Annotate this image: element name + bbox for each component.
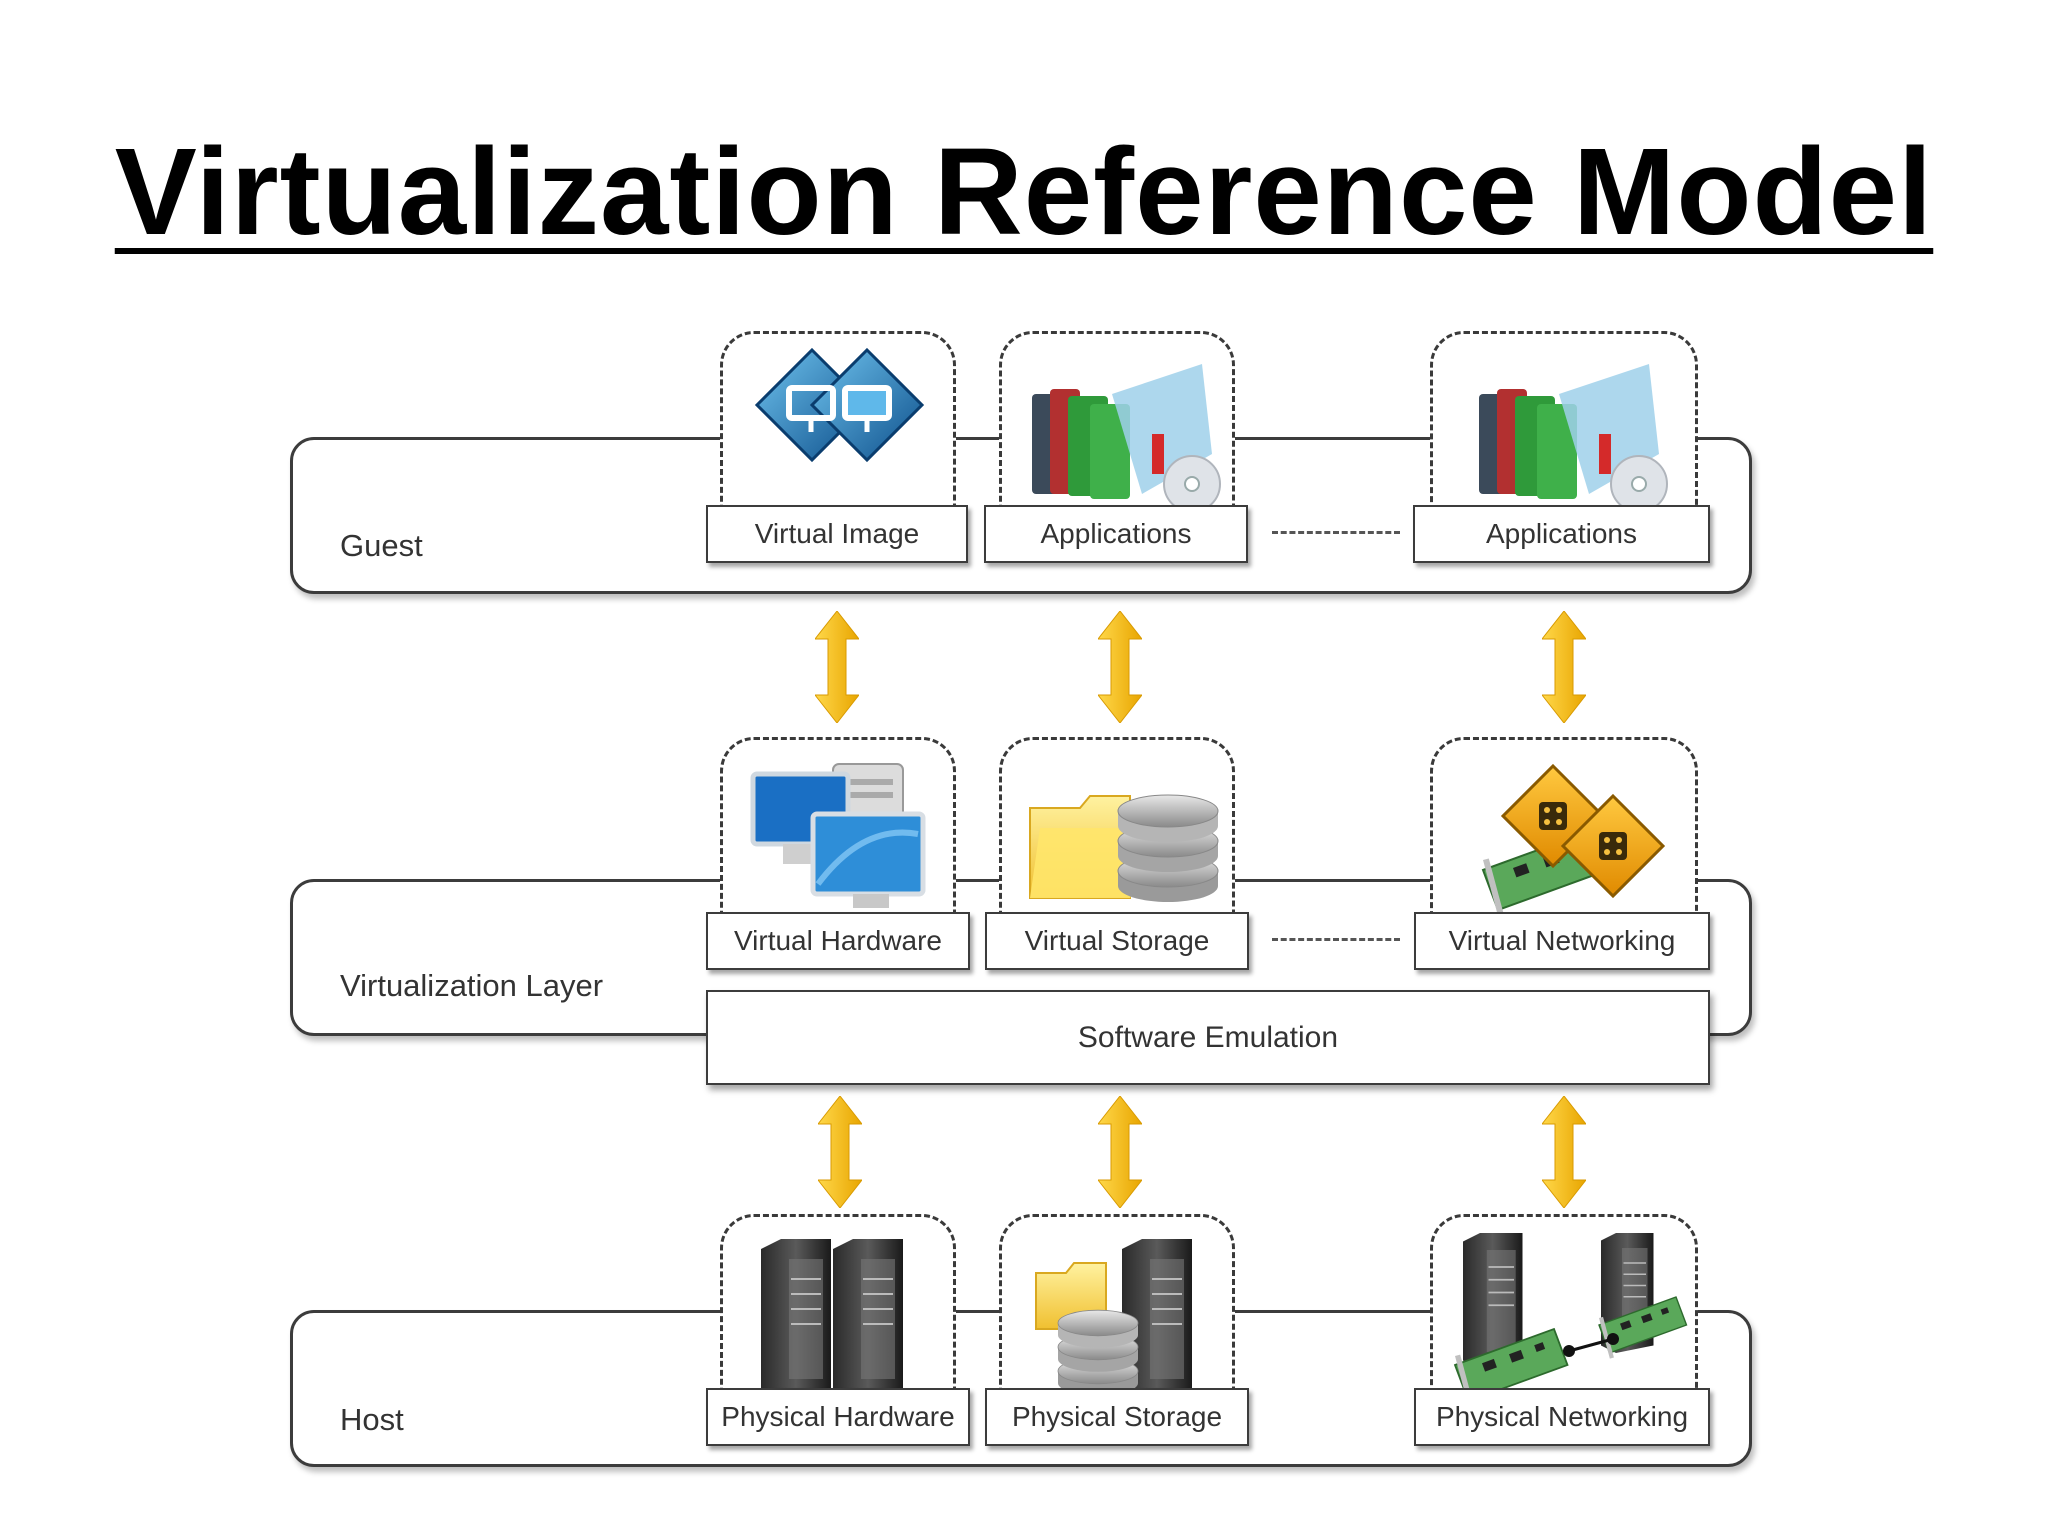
physical-hardware-icon [760, 1238, 904, 1394]
applications-icon-frame-2 [1430, 331, 1698, 511]
virtual-networking-icon-frame [1430, 737, 1698, 917]
applications-label-2: Applications [1413, 505, 1710, 563]
virtual-hardware-icon-frame [720, 737, 956, 917]
applications-label-1: Applications [984, 505, 1248, 563]
virtual-image-label: Virtual Image [706, 505, 968, 563]
bidirectional-arrow-icon [818, 1096, 862, 1208]
physical-hardware-icon-frame [720, 1214, 956, 1394]
physical-networking-label: Physical Networking [1414, 1388, 1710, 1446]
physical-hardware-label: Physical Hardware [706, 1388, 970, 1446]
physical-networking-icon [1454, 1232, 1688, 1394]
physical-storage-icon [1035, 1238, 1193, 1394]
page-title: Virtualization Reference Model [0, 122, 2048, 263]
software-emulation-box: Software Emulation [706, 990, 1710, 1085]
virtual-image-icon [754, 347, 925, 463]
applications-icon-frame-1 [999, 331, 1235, 511]
virtual-hardware-label: Virtual Hardware [706, 912, 970, 970]
physical-storage-icon-frame [999, 1214, 1235, 1394]
virtual-hardware-icon [750, 763, 926, 908]
virtualization-layer-label: Virtualization Layer [340, 968, 604, 1003]
virtual-networking-label: Virtual Networking [1414, 912, 1710, 970]
virtual-storage-icon-frame [999, 737, 1235, 917]
virtual-image-icon-frame [720, 331, 956, 511]
bidirectional-arrow-icon [1542, 1096, 1586, 1208]
page-title-text: Virtualization Reference Model [114, 124, 1934, 261]
bidirectional-arrow-icon [1098, 611, 1142, 723]
physical-networking-icon-frame [1430, 1214, 1698, 1394]
guest-separator [1272, 531, 1400, 534]
virtual-networking-icon [1482, 763, 1666, 917]
applications-icon [1031, 363, 1221, 511]
applications-icon [1478, 363, 1668, 511]
virtual-storage-label: Virtual Storage [985, 912, 1249, 970]
bidirectional-arrow-icon [1542, 611, 1586, 723]
physical-storage-label: Physical Storage [985, 1388, 1249, 1446]
guest-layer-label: Guest [340, 528, 423, 563]
bidirectional-arrow-icon [1098, 1096, 1142, 1208]
virtualization-separator [1272, 938, 1400, 941]
bidirectional-arrow-icon [815, 611, 859, 723]
host-layer-label: Host [340, 1402, 404, 1437]
virtual-storage-icon [1029, 794, 1219, 903]
